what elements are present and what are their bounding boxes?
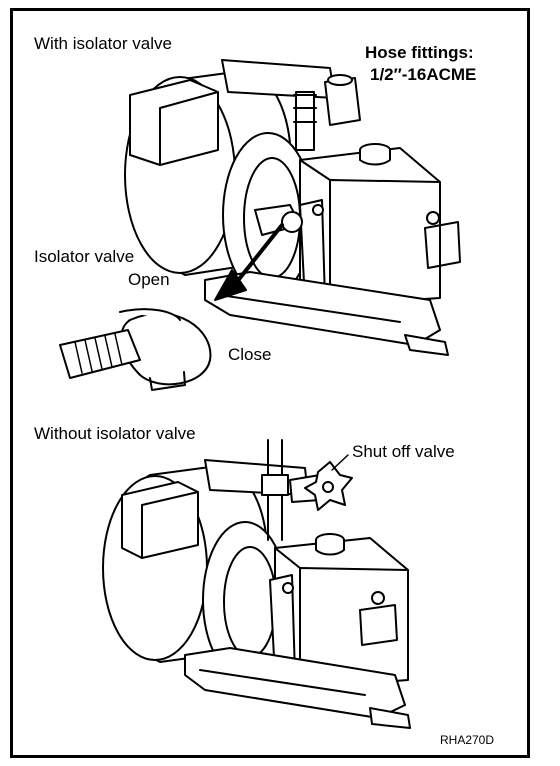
top-title: With isolator valve [34,34,172,53]
hose-fittings-label: Hose fittings: [365,43,474,62]
open-label: Open [128,270,170,289]
figure-frame [10,8,530,758]
close-label: Close [228,345,272,364]
isolator-valve-label: Isolator valve [34,247,135,266]
pointer-arrow-line [230,223,284,290]
bottom-pump-illustration [102,439,411,729]
hose-fittings-spec: 1/2″-16ACME [370,65,477,84]
figure-code: RHA270D [440,733,495,747]
shutoff-leader-line [331,454,349,471]
bottom-title: Without isolator valve [34,424,196,443]
shutoff-valve-label: Shut off valve [352,442,455,461]
top-pump-illustration [124,59,461,356]
pointer-arrowhead [214,269,247,301]
isolator-valve-detail [59,308,212,391]
